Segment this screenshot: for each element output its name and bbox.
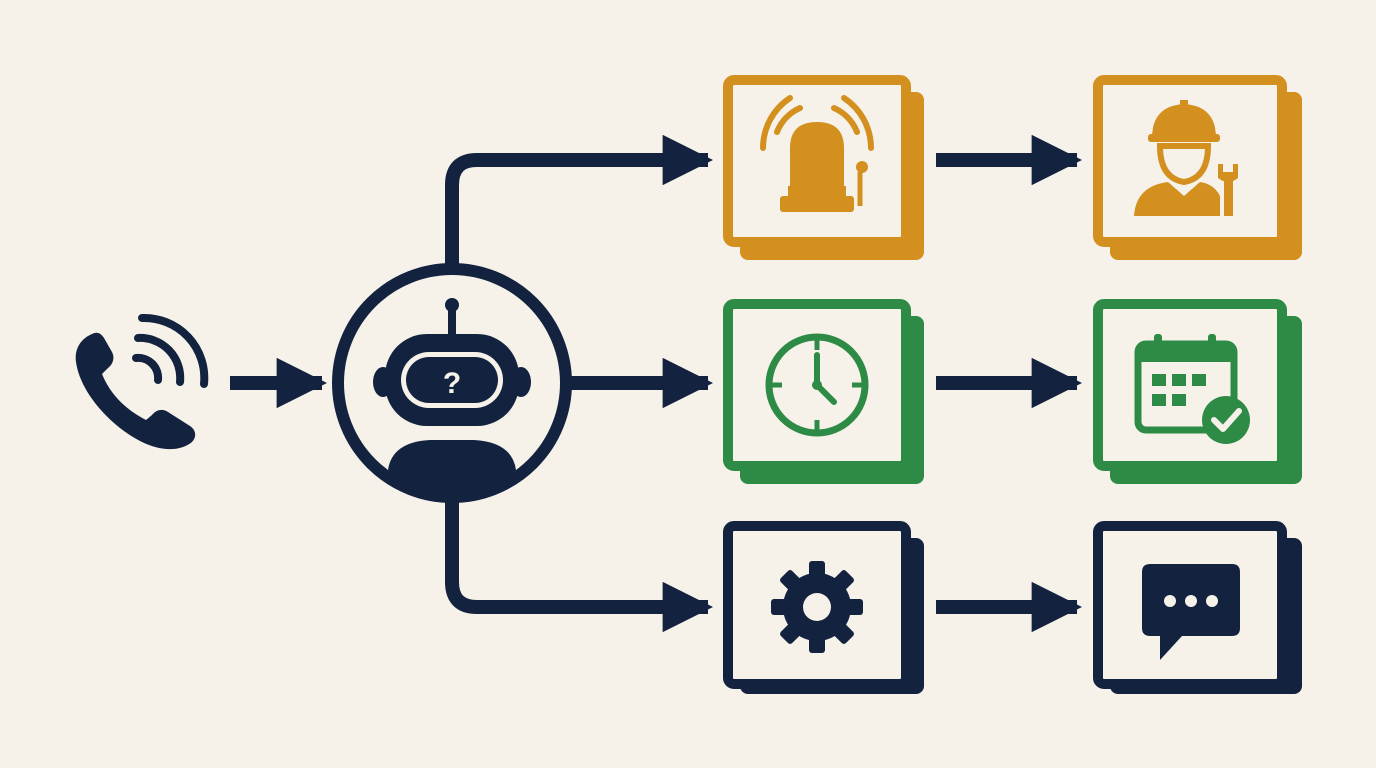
gear-icon xyxy=(771,561,863,653)
scheduled-result-card xyxy=(1093,299,1302,484)
technician-worker-icon xyxy=(1134,100,1238,216)
phone-ringing-icon xyxy=(75,313,209,450)
clock-icon xyxy=(765,333,869,437)
scheduled-step-card xyxy=(723,299,924,484)
calendar-check-icon xyxy=(1134,334,1250,444)
chat-bubble-icon xyxy=(1142,564,1240,660)
arrow-router-to-general xyxy=(445,500,714,633)
arrow-router-to-urgent xyxy=(445,134,714,268)
alarm-siren-icon xyxy=(760,95,874,212)
question-mark: ? xyxy=(443,367,461,400)
robot-question-icon: ? xyxy=(332,263,572,503)
